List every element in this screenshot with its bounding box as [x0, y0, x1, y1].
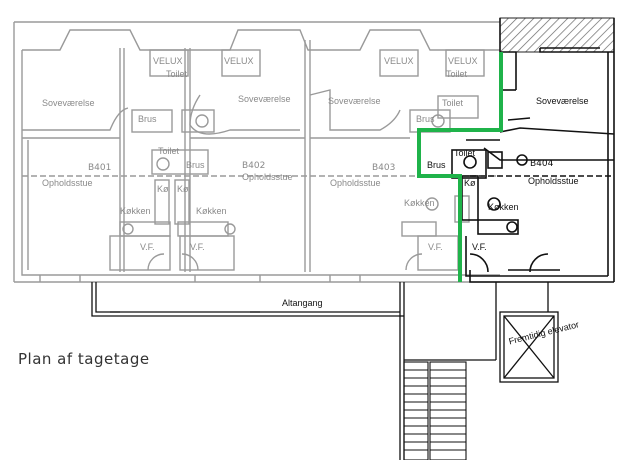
unit-number-label: B402: [242, 161, 265, 171]
velux-label: VELUX: [448, 56, 478, 66]
elevator-label: Fremtidig elevator: [508, 319, 580, 346]
kitchen-label: Køkken: [488, 202, 519, 212]
velux-label: VELUX: [153, 56, 183, 66]
unit-b404-labels: Soveværelse Toilet Brus B404 Opholdsstue…: [282, 96, 589, 346]
altangang-label: Altangang: [282, 298, 323, 308]
unit-b404-walls: [451, 18, 615, 283]
vf-label: V.F.: [190, 242, 205, 252]
vf-label: V.F.: [428, 242, 443, 252]
toilet-label: Toilet: [166, 69, 188, 79]
unit-number-label: B401: [88, 163, 111, 173]
toilet-label: Toilet: [158, 146, 180, 156]
shower-label: Brus: [186, 160, 205, 170]
velux-label: VELUX: [224, 56, 254, 66]
toilet-label: Toilet: [442, 98, 464, 108]
altangang-corridor: [91, 282, 549, 460]
highlight-boundary: [417, 52, 503, 282]
shower-label: Brus: [138, 114, 157, 124]
ko-label: Kø: [177, 184, 189, 194]
velux-label: VELUX: [384, 56, 414, 66]
kitchen-label: Køkken: [196, 206, 227, 216]
shower-label: Brus: [427, 160, 446, 170]
toilet-label: Toilet: [454, 148, 476, 158]
bedroom-label: Soveværelse: [238, 94, 291, 104]
plan-title: Plan af tagetage: [18, 350, 150, 368]
living-room-label: Opholdsstue: [242, 172, 293, 182]
staircase: [403, 361, 467, 460]
ko-label: Kø: [464, 178, 476, 188]
unit-number-label: B404: [530, 159, 554, 169]
faded-building-outline: [13, 21, 500, 283]
unit-number-label: B403: [372, 163, 395, 173]
toilet-label: Toilet: [446, 69, 468, 79]
ko-label: Kø: [157, 184, 169, 194]
living-room-label: Opholdsstue: [330, 178, 381, 188]
faded-labels: VELUX VELUX VELUX VELUX Toilet Toilet So…: [42, 56, 478, 252]
bedroom-label: Soveværelse: [42, 98, 95, 108]
vf-label: V.F.: [140, 242, 155, 252]
kitchen-label: Køkken: [404, 198, 435, 208]
living-room-label: Opholdsstue: [528, 176, 579, 186]
shower-label: Brus: [416, 114, 435, 124]
elevator-shaft: [499, 311, 559, 383]
roof-hatching: [499, 17, 615, 53]
bedroom-label: Soveværelse: [328, 96, 381, 106]
vf-label: V.F.: [472, 242, 487, 252]
bedroom-label: Soveværelse: [536, 96, 589, 106]
kitchen-label: Køkken: [120, 206, 151, 216]
living-room-label: Opholdsstue: [42, 178, 93, 188]
